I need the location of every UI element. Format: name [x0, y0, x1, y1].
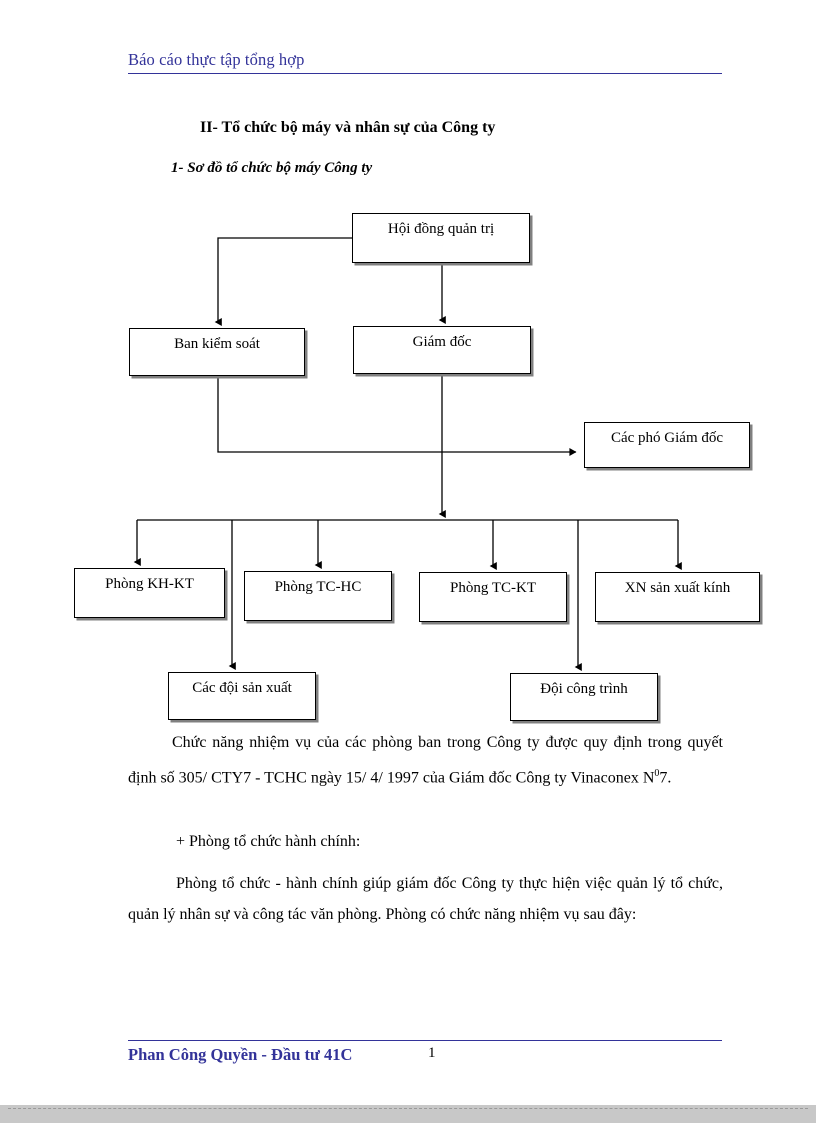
org-node-tchc: Phòng TC-HC [244, 571, 392, 621]
org-node-label: Phòng TC-KT [450, 580, 536, 596]
org-node-hdqt: Hội đồng quản trị [352, 213, 530, 263]
para1-text: Chức năng nhiệm vụ của các phòng ban tro… [128, 734, 723, 787]
scan-edge [0, 1105, 816, 1123]
org-node-label: Các đội sản xuất [192, 680, 292, 696]
org-node-cdsx: Các đội sản xuất [168, 672, 316, 720]
footer-author: Phan Công Quyền - Đầu tư 41C [128, 1045, 353, 1064]
para2-text: + Phòng tổ chức hành chính: [176, 833, 361, 850]
para1-suffix: 7. [659, 769, 672, 787]
org-node-label: Giám đốc [412, 334, 472, 350]
org-node-xnsxk: XN sản xuất kính [595, 572, 760, 622]
running-header-title: Báo cáo thực tập tổng hợp [128, 50, 305, 69]
org-node-tckt: Phòng TC-KT [419, 572, 567, 622]
body-paragraph-2: + Phòng tổ chức hành chính: [128, 826, 723, 857]
org-node-label: Đội công trình [540, 681, 628, 697]
footer-page-number: 1 [428, 1045, 436, 1061]
body-paragraph-3: Phòng tổ chức - hành chính giúp giám đốc… [128, 868, 723, 930]
running-header: Báo cáo thực tập tổng hợp [128, 50, 722, 74]
org-node-cpgd: Các phó Giám đốc [584, 422, 750, 468]
scan-edge-dash [8, 1108, 808, 1109]
section-heading: II- Tổ chức bộ máy và nhân sự của Công t… [200, 119, 496, 136]
org-node-label: Phòng KH-KT [105, 576, 194, 592]
running-footer: Phan Công Quyền - Đầu tư 41C 1 [128, 1040, 722, 1069]
running-footer-rule [128, 1040, 722, 1041]
org-node-gd: Giám đốc [353, 326, 531, 374]
body-paragraph-1: Chức năng nhiệm vụ của các phòng ban tro… [128, 727, 723, 793]
org-node-label: XN sản xuất kính [624, 580, 731, 596]
org-node-label: Hội đồng quản trị [387, 221, 495, 237]
para3-text: Phòng tổ chức - hành chính giúp giám đốc… [128, 875, 723, 923]
org-node-bks: Ban kiểm soát [129, 328, 305, 376]
org-node-dct: Đội công trình [510, 673, 658, 721]
running-header-rule [128, 73, 722, 74]
subsection-heading: 1- Sơ đồ tổ chức bộ máy Công ty [171, 160, 373, 176]
org-node-label: Ban kiểm soát [174, 336, 260, 352]
para1-superscript: 0 [654, 768, 660, 779]
org-node-label: Phòng TC-HC [274, 579, 362, 595]
org-node-label: Các phó Giám đốc [610, 430, 724, 446]
org-node-khkt: Phòng KH-KT [74, 568, 225, 618]
